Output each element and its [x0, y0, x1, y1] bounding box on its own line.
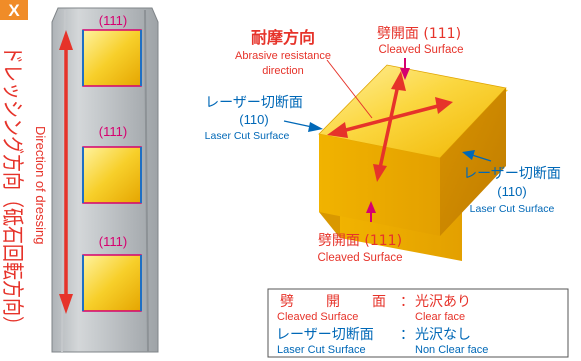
left-laser-index: (110) — [239, 112, 268, 127]
left-laser-en: Laser Cut Surface — [205, 130, 290, 142]
plate-1 — [82, 29, 142, 87]
section-badge: X — [0, 0, 28, 20]
abrasive-leader-line — [326, 59, 373, 119]
left-laser-jp: レーザー切断面 — [205, 95, 303, 111]
bottom-cleaved-en: Cleaved Surface — [317, 252, 402, 264]
top-cleaved-jp: 劈開面 (111) — [377, 25, 461, 42]
top-cleaved-arrow — [400, 58, 410, 80]
plate-2 — [82, 146, 142, 204]
plate-1-label: (111) — [99, 13, 127, 28]
dressing-direction-label-en: Direction of dressing — [33, 126, 48, 245]
legend-row2-name-jp: レーザー切断面 — [276, 327, 374, 343]
abrasive-direction-title: 耐摩方向 — [251, 28, 315, 47]
legend-cleaved-char-1: 劈 — [280, 293, 294, 310]
bottom-cleaved-jp: 劈開面 (111) — [318, 232, 402, 249]
section-badge-letter: X — [8, 1, 20, 20]
top-cleaved-en: Cleaved Surface — [378, 44, 463, 56]
legend-cleaved-char-3: 面 — [372, 294, 386, 310]
right-laser-en: Laser Cut Surface — [470, 203, 555, 215]
abrasive-direction-line1: Abrasive resistance — [235, 50, 331, 62]
abrasive-cross-arrows — [327, 71, 453, 182]
plate-3 — [82, 254, 142, 312]
legend-row1-value-en: Clear face — [415, 311, 465, 323]
legend-row1-value-jp: 光沢あり — [415, 294, 471, 310]
legend-row2-name-en: Laser Cut Surface — [277, 344, 366, 356]
legend-row1-name-en: Cleaved Surface — [277, 311, 358, 323]
legend-row2-value-jp: 光沢なし — [415, 327, 471, 343]
right-laser-arrow — [462, 150, 492, 162]
right-laser-index: (110) — [497, 184, 526, 199]
plate-2-label: (111) — [99, 124, 127, 139]
right-laser-jp: レーザー切断面 — [463, 166, 561, 182]
bottom-cleaved-arrow — [366, 201, 376, 222]
legend-row2-value-en: Non Clear face — [415, 344, 488, 356]
legend-cleaved-char-2: 開 — [326, 294, 340, 310]
left-laser-arrow — [283, 120, 323, 132]
legend-row1-colon: ： — [400, 294, 414, 310]
dressing-direction-arrow — [59, 30, 73, 314]
legend-box: 劈 開 面 ： 光沢あり Cleaved Surface Clear face … — [267, 288, 569, 358]
abrasive-direction-line2: direction — [262, 65, 304, 77]
plate-3-label: (111) — [99, 234, 127, 249]
dressing-direction-label-jp: ドレッシング方向（砥石回転方向） — [0, 46, 24, 334]
legend-row2-colon: ： — [400, 327, 414, 343]
